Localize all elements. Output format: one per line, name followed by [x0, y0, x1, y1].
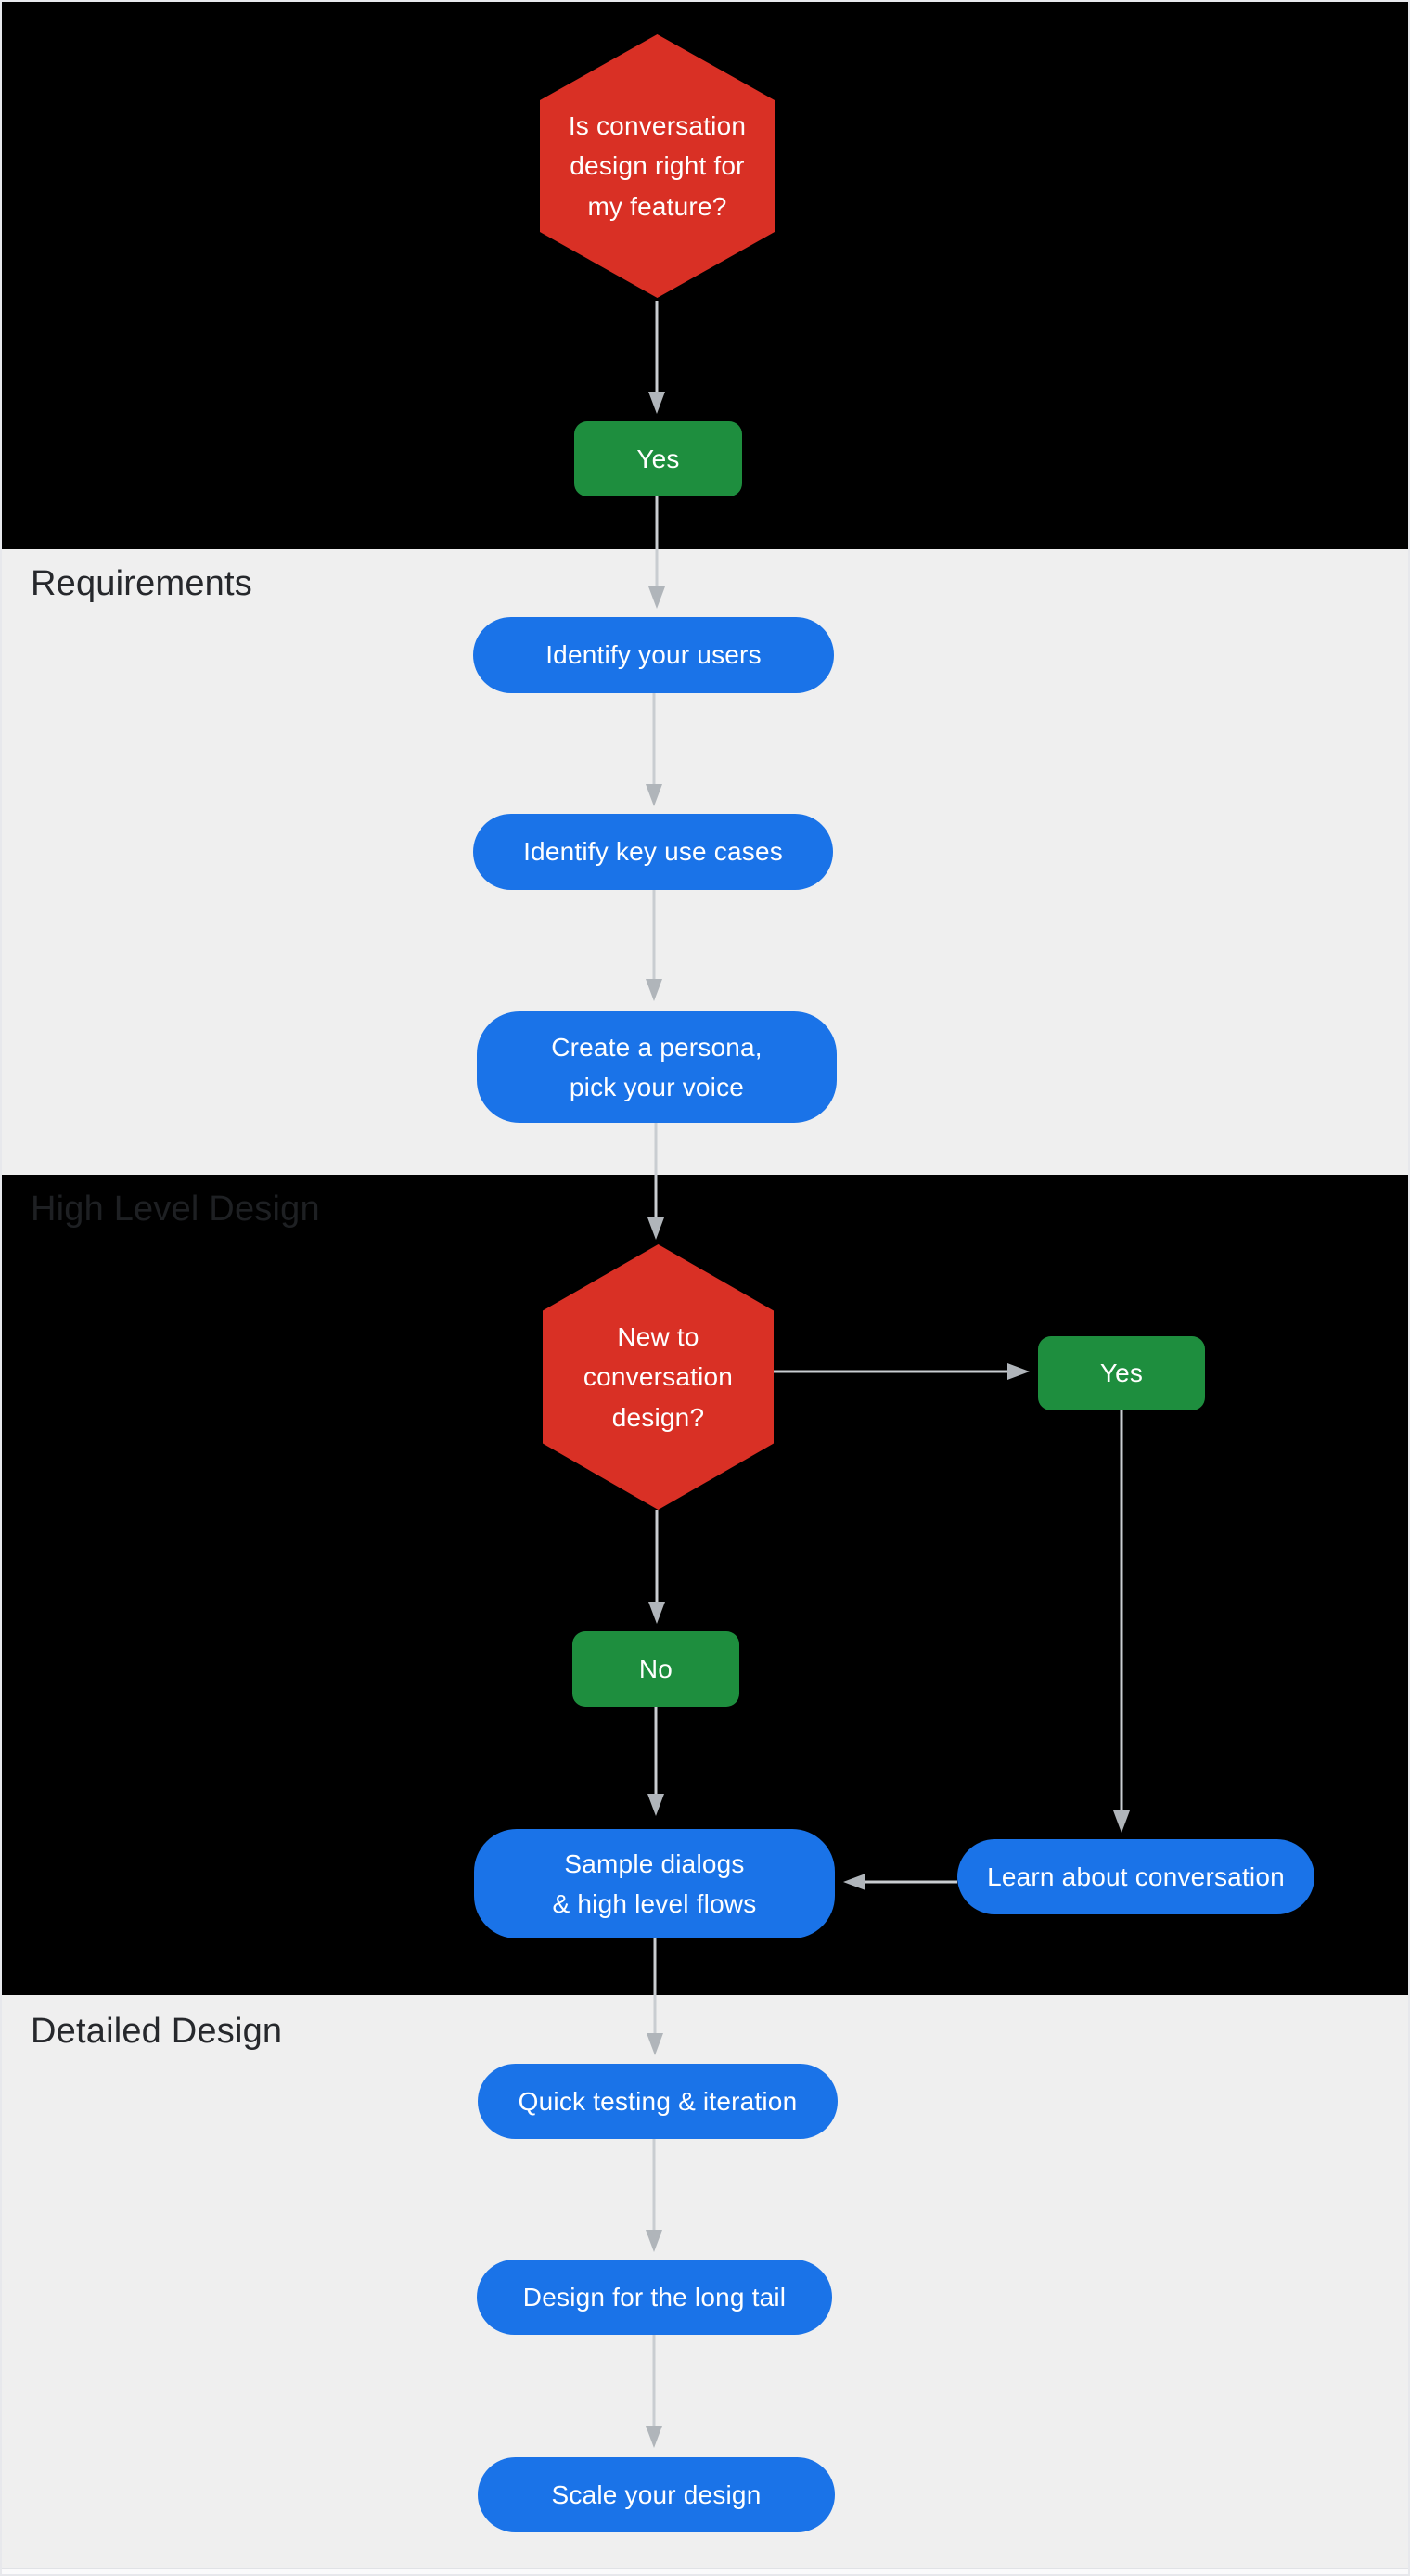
decision-is-conversation-design-right: Is conversation design right for my feat… [540, 34, 775, 298]
step-scale-your-design: Scale your design [478, 2457, 835, 2532]
step-create-persona-pick-voice: Create a persona, pick your voice [477, 1011, 837, 1123]
step-design-for-long-tail: Design for the long tail [477, 2260, 832, 2335]
section-label-high-level-design: High Level Design [31, 1190, 320, 1229]
step-learn-about-conversation: Learn about conversation [957, 1839, 1314, 1914]
section-label-detailed-design: Detailed Design [31, 2012, 283, 2051]
step-identify-key-use-cases: Identify key use cases [473, 814, 833, 890]
frame-bottom-edge [2, 2568, 1408, 2574]
section-label-requirements: Requirements [31, 564, 252, 603]
step-identify-your-users: Identify your users [473, 617, 834, 693]
answer-yes-new-to-design: Yes [1038, 1336, 1205, 1410]
answer-yes-feature: Yes [574, 421, 742, 496]
step-quick-testing-iteration: Quick testing & iteration [478, 2064, 838, 2139]
step-sample-dialogs-high-level-flows: Sample dialogs & high level flows [474, 1829, 835, 1938]
answer-no-new-to-design: No [572, 1631, 739, 1707]
